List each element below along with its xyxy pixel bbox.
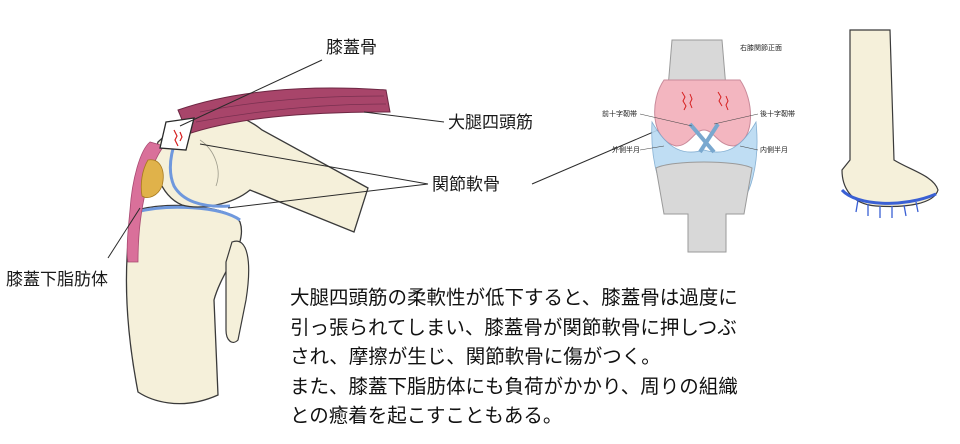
infrapatellar-fat-pad xyxy=(140,159,164,198)
tibial-cartilage xyxy=(135,205,241,222)
fibula-bone xyxy=(225,240,250,343)
label-medial-meniscus: 内側半月 xyxy=(760,146,788,154)
label-articular-cartilage: 関節軟骨 xyxy=(432,175,500,195)
caption-line: 引っ張られてしまい、膝蓋骨が関節軟骨に押しつぶ xyxy=(290,315,737,339)
cartilage-injury-marks xyxy=(173,129,183,147)
label-quadriceps: 大腿四頭筋 xyxy=(448,113,533,133)
lateral-knee-illustration xyxy=(125,87,391,405)
label-infrapatellar-fat-pad: 膝蓋下脂肪体 xyxy=(6,270,108,290)
label-patella: 膝蓋骨 xyxy=(326,38,377,58)
label-lateral-meniscus: 外側半月 xyxy=(612,146,640,154)
tibia-bone xyxy=(125,204,243,405)
label-acl: 前十字靭帯 xyxy=(602,110,637,118)
front-view-title: 右膝関節正面 xyxy=(740,44,782,52)
patella-bone xyxy=(159,117,195,151)
front-tibia xyxy=(655,161,753,253)
explanation-text: 大腿四頭筋の柔軟性が低下すると、膝蓋骨は過度に 引っ張られてしまい、膝蓋骨が関節… xyxy=(290,283,850,431)
caption-line: との癒着を起こすこともある。 xyxy=(290,404,563,427)
label-pcl: 後十字靭帯 xyxy=(760,110,795,118)
quadriceps-muscle xyxy=(177,87,391,135)
caption-line: 大腿四頭筋の柔軟性が低下すると、膝蓋骨は過度に xyxy=(290,286,738,309)
caption-line: また、膝蓋下脂肪体にも負荷がかかり、周りの組織 xyxy=(290,374,738,398)
caption-line: され、摩擦が生じ、関節軟骨に傷がつく。 xyxy=(290,345,661,368)
front-knee-illustration xyxy=(639,39,759,253)
femur-end-illustration xyxy=(840,29,939,218)
